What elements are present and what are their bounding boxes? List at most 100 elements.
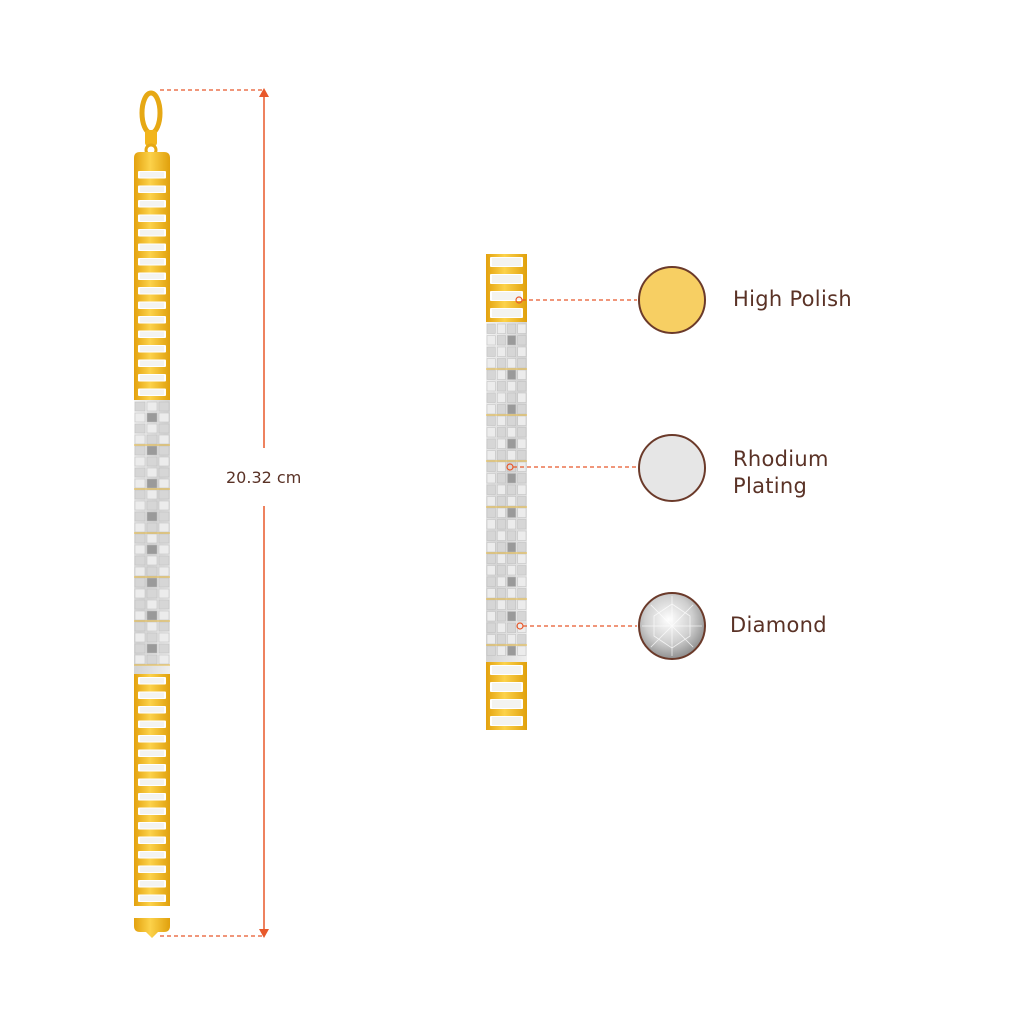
detail-gold-links-top <box>486 254 527 322</box>
stone-setting <box>497 381 506 392</box>
detail-gold-link <box>486 271 527 288</box>
stone-setting <box>507 634 516 645</box>
stone-setting <box>486 519 496 530</box>
stone-setting <box>507 542 516 553</box>
stone-setting <box>507 565 516 576</box>
stone-setting <box>507 611 516 622</box>
stone-setting <box>507 507 516 518</box>
stone-setting <box>134 533 146 544</box>
stone-setting <box>497 519 506 530</box>
stone-setting <box>486 599 496 610</box>
gold-link <box>134 182 170 197</box>
stone-setting <box>507 496 516 507</box>
stone-setting <box>497 450 506 461</box>
stone-setting <box>486 553 496 564</box>
gold-link <box>134 746 170 761</box>
callouts <box>506 296 637 630</box>
stone-setting <box>486 335 496 346</box>
length-label: 20.32 cm <box>226 466 302 489</box>
stone-setting <box>146 478 158 489</box>
rhodium-swatch <box>638 434 706 502</box>
stone-setting <box>146 500 158 511</box>
stone-setting <box>134 643 146 654</box>
stone-setting <box>486 381 496 392</box>
bracelet-image <box>134 90 170 938</box>
stone-setting <box>158 654 170 665</box>
stone-setting <box>486 427 496 438</box>
gold-link <box>134 804 170 819</box>
gold-link <box>134 284 170 299</box>
stone-setting <box>134 566 146 577</box>
gold-link <box>134 371 170 386</box>
stone-setting <box>134 621 146 632</box>
stone-setting <box>507 427 516 438</box>
stone-setting <box>146 511 158 522</box>
stone-setting <box>497 496 506 507</box>
gold-link <box>134 848 170 863</box>
stone-setting <box>158 588 170 599</box>
stone-setting <box>158 599 170 610</box>
stone-setting <box>486 611 496 622</box>
stone-setting <box>486 622 496 633</box>
stone-setting <box>146 577 158 588</box>
stone-setting <box>134 456 146 467</box>
stone-setting <box>517 645 527 656</box>
finish-label-rhodium-line1: Rhodium <box>733 447 829 471</box>
diamond-facet <box>650 625 673 648</box>
stone-setting <box>507 438 516 449</box>
stone-setting <box>507 588 516 599</box>
gold-swatch <box>638 266 706 334</box>
stone-setting <box>158 401 170 412</box>
stone-setting <box>158 643 170 654</box>
detail-gold-links-bottom <box>486 662 527 730</box>
stone-setting <box>146 456 158 467</box>
stone-setting <box>134 577 146 588</box>
stone-setting <box>497 392 506 403</box>
stone-setting <box>517 404 527 415</box>
stone-setting <box>507 484 516 495</box>
stone-setting <box>158 533 170 544</box>
bracelet-end-cap-top <box>134 152 170 168</box>
stone-setting <box>146 434 158 445</box>
stone-setting <box>486 645 496 656</box>
stone-setting <box>517 507 527 518</box>
stone-setting <box>486 507 496 518</box>
gold-link <box>134 790 170 805</box>
gold-link <box>134 269 170 284</box>
stone-setting <box>486 323 496 334</box>
stone-setting <box>517 588 527 599</box>
gold-link <box>134 819 170 834</box>
diamond-table <box>653 603 691 649</box>
stone-setting <box>486 634 496 645</box>
gold-link <box>134 356 170 371</box>
stone-setting <box>486 369 496 380</box>
stone-setting <box>158 511 170 522</box>
gold-link <box>134 298 170 313</box>
stone-setting <box>146 555 158 566</box>
stone-setting <box>158 544 170 555</box>
stone-setting <box>158 489 170 500</box>
stone-setting <box>507 645 516 656</box>
finish-label-rhodium-plating: Rhodium Plating <box>733 446 829 500</box>
stone-setting <box>497 346 506 357</box>
stone-setting <box>517 530 527 541</box>
stone-setting <box>507 346 516 357</box>
stone-setting <box>507 622 516 633</box>
arrow-down-icon <box>259 929 269 938</box>
stone-setting <box>146 610 158 621</box>
bracelet-end-cap-bottom <box>134 918 170 938</box>
stone-setting <box>507 335 516 346</box>
stone-setting <box>486 415 496 426</box>
stone-setting <box>158 423 170 434</box>
swatches <box>638 266 706 660</box>
stone-setting <box>517 473 527 484</box>
stone-setting <box>497 599 506 610</box>
stone-setting <box>134 511 146 522</box>
stone-setting <box>146 632 158 643</box>
stone-setting <box>486 496 496 507</box>
stone-setting <box>486 438 496 449</box>
diamond-swatch <box>638 592 706 660</box>
stone-setting <box>507 553 516 564</box>
stone-setting <box>507 381 516 392</box>
stone-setting <box>517 427 527 438</box>
